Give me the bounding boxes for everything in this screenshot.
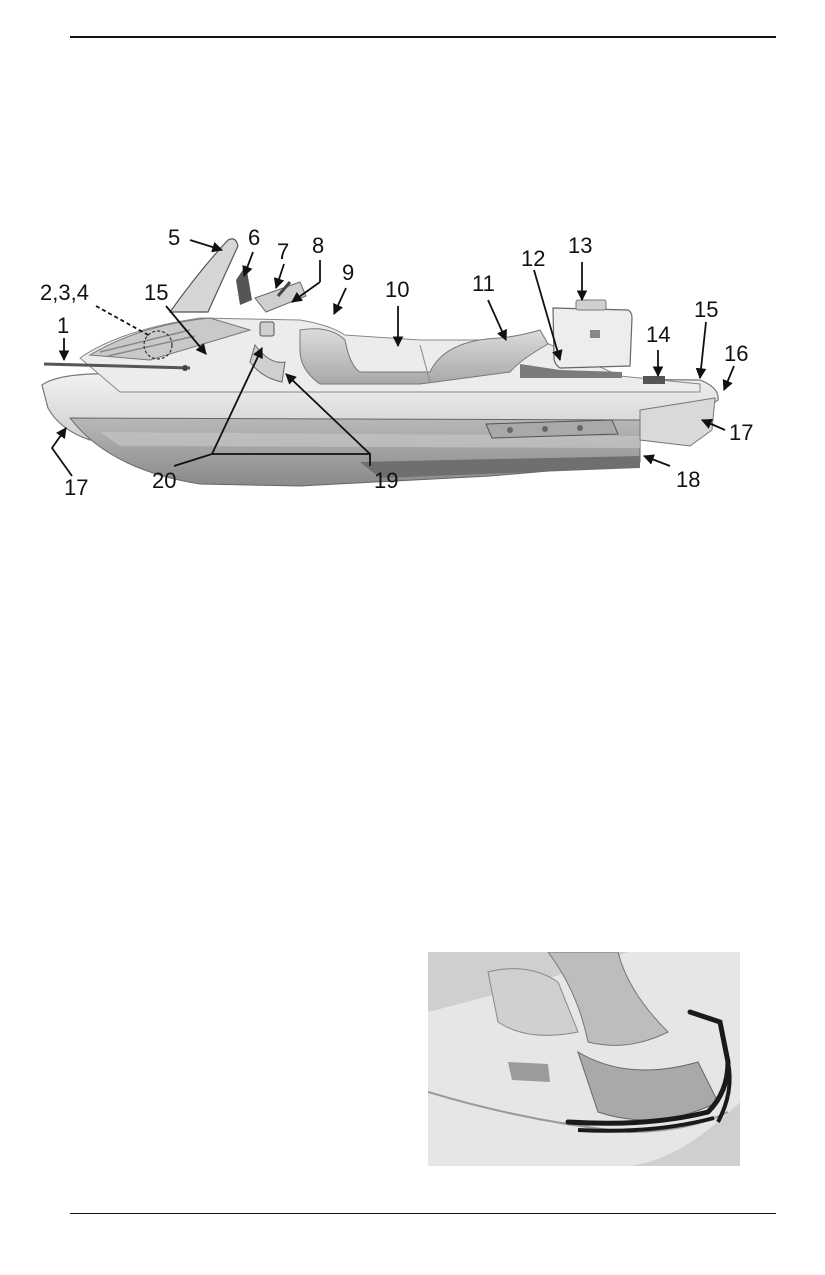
callout-20: 20 (152, 468, 176, 493)
callout-1: 1 (57, 313, 69, 338)
callout-14: 14 (646, 322, 670, 347)
callout-5: 5 (168, 225, 180, 250)
callout-6: 6 (248, 225, 260, 250)
callout-labels: 1 2,3,4 5 6 7 8 9 10 11 12 13 14 15 15 1… (40, 225, 753, 500)
watercraft-storage-box (520, 299, 665, 384)
top-rule (70, 36, 776, 38)
callout-15-rear: 15 (694, 297, 718, 322)
callout-8: 8 (312, 233, 324, 258)
callout-11: 11 (472, 271, 495, 296)
bow-bumper-rail-photo (428, 952, 740, 1166)
callout-17-front: 17 (64, 475, 88, 500)
bottom-rule (70, 1213, 776, 1214)
callout-18: 18 (676, 467, 700, 492)
watercraft-windshield (168, 238, 307, 313)
callout-16: 16 (724, 341, 748, 366)
callout-leaders (50, 239, 735, 477)
callout-19: 19 (374, 468, 398, 493)
callout-9: 9 (342, 260, 354, 285)
callout-13: 13 (568, 233, 592, 258)
callout-2-3-4: 2,3,4 (40, 280, 89, 305)
callout-7: 7 (277, 239, 289, 264)
callout-15-front: 15 (144, 280, 168, 305)
callout-17-rear: 17 (729, 420, 753, 445)
callout-10: 10 (385, 277, 409, 302)
callout-12: 12 (521, 246, 545, 271)
watercraft-side-view-diagram: 1 2,3,4 5 6 7 8 9 10 11 12 13 14 15 15 1… (40, 225, 753, 500)
